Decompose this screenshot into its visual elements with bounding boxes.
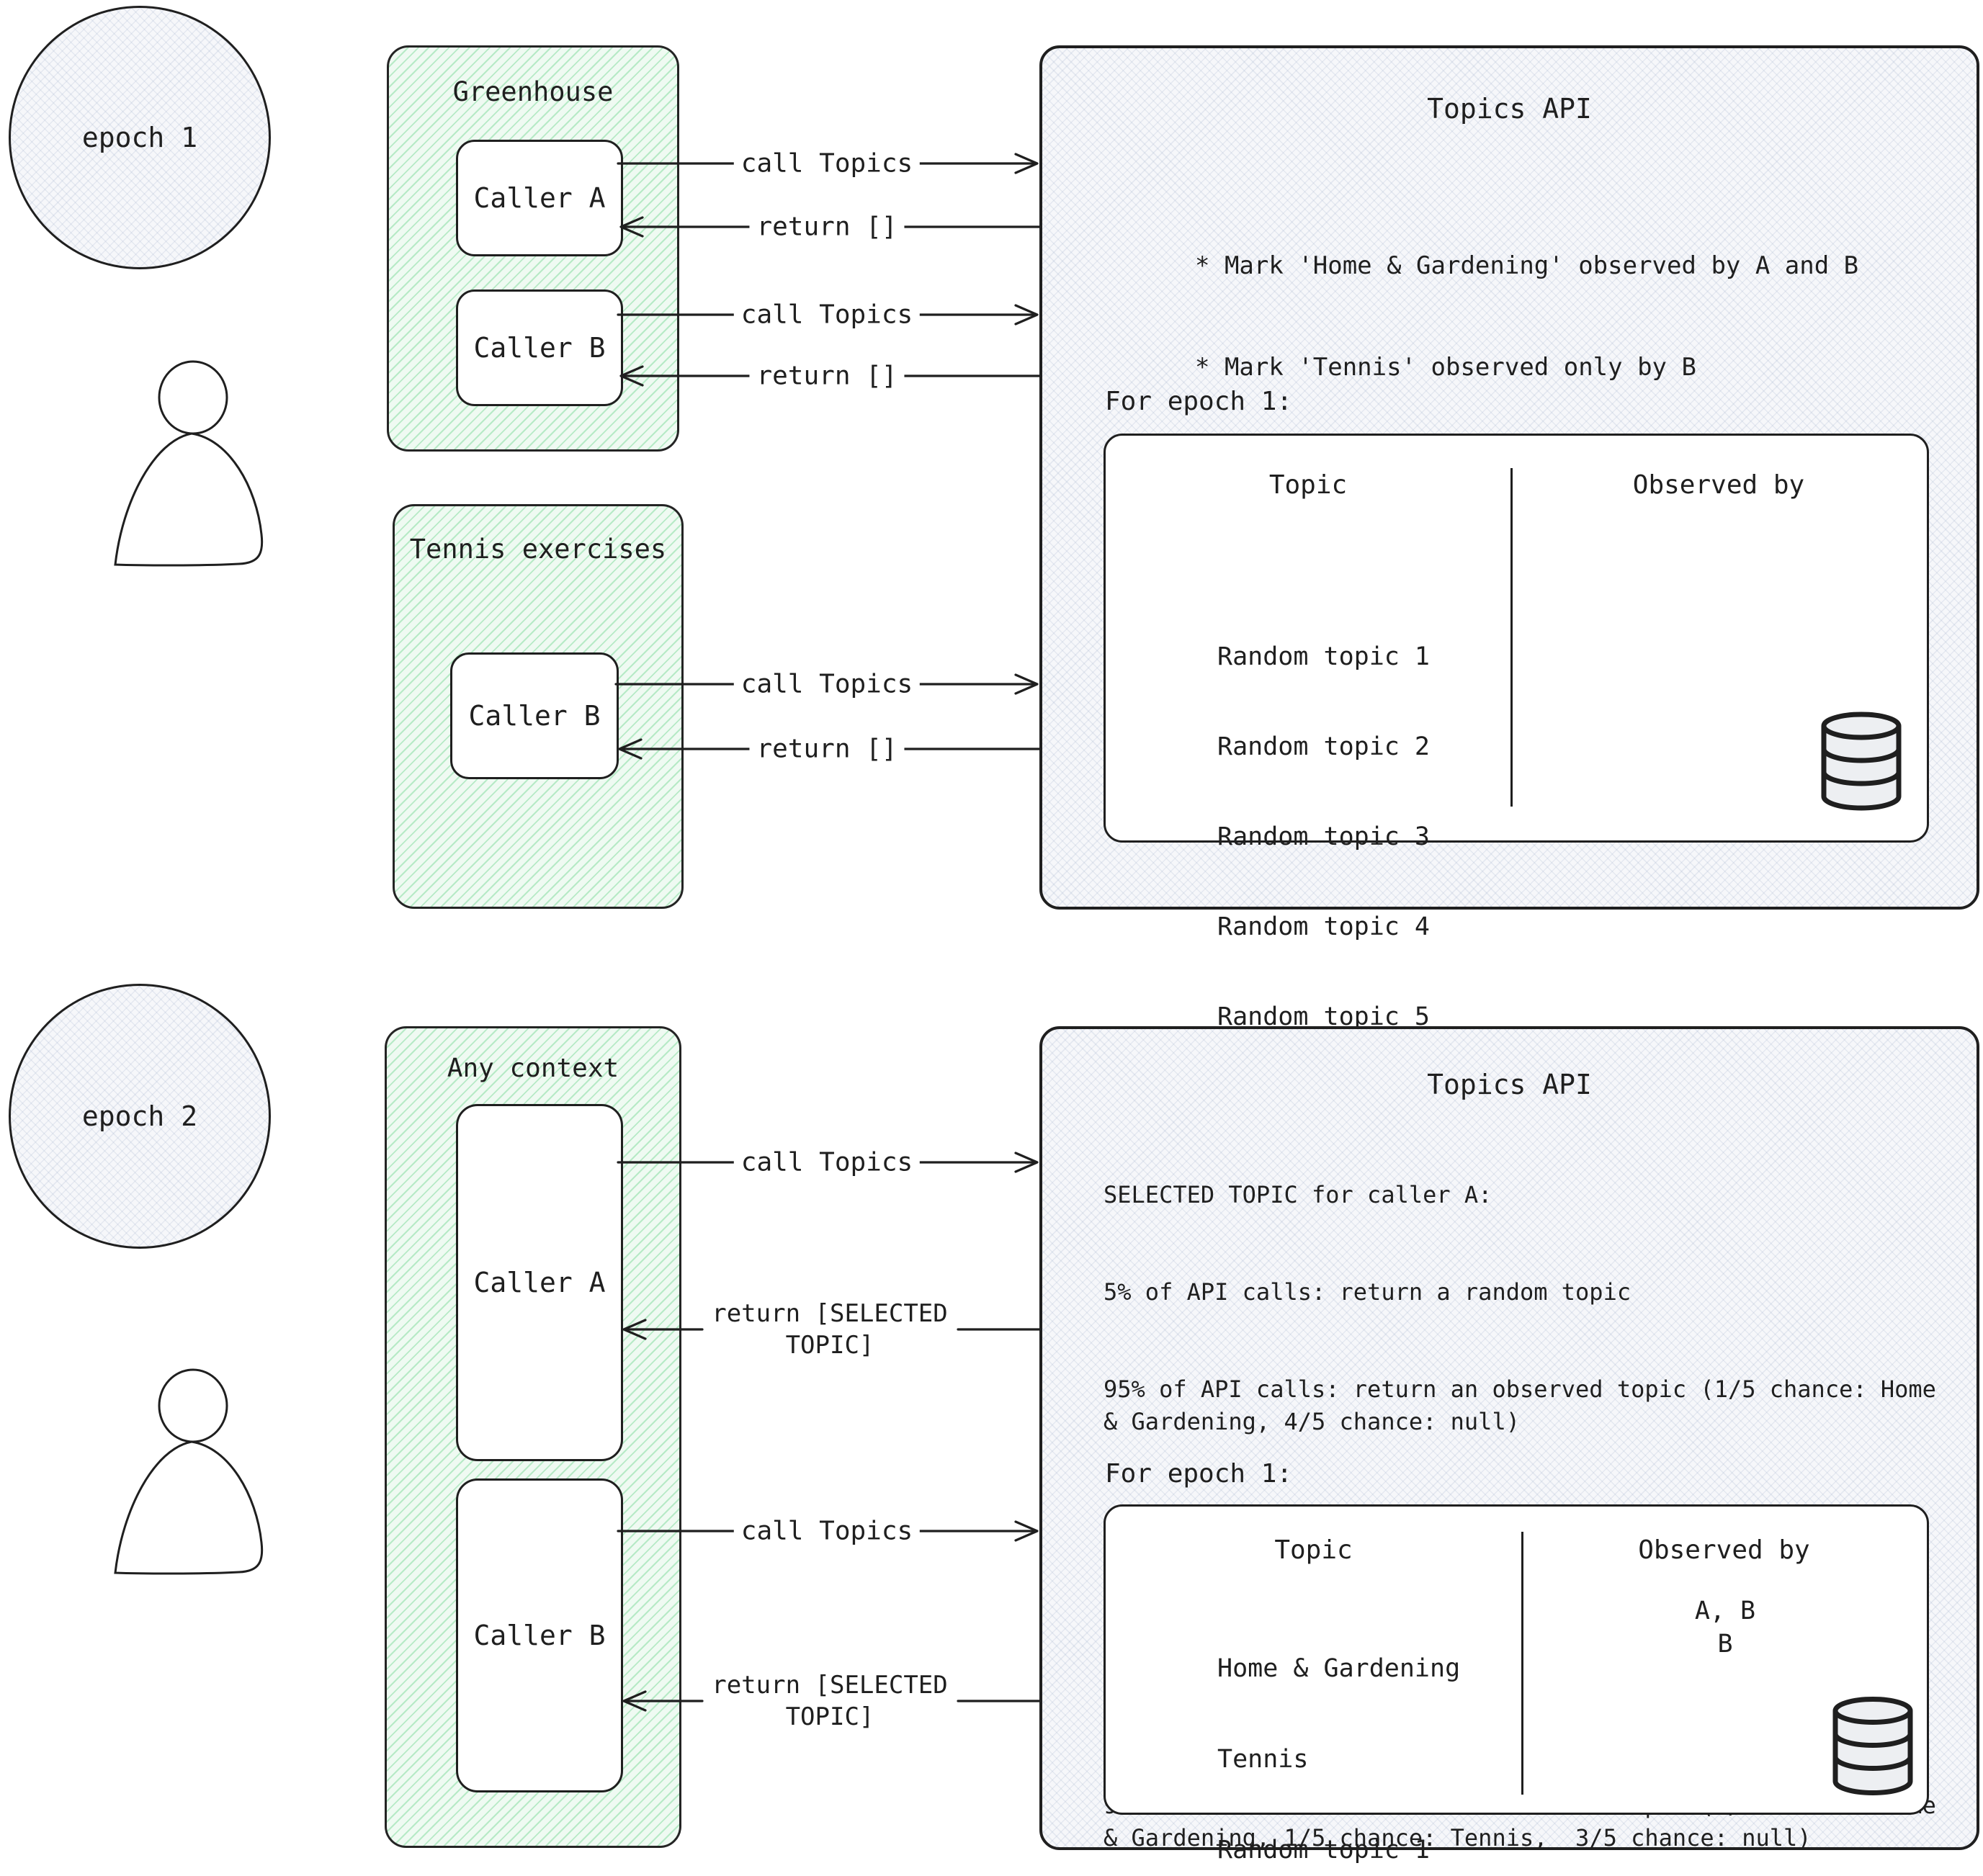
caller-a-node-epoch1: Caller A [456, 140, 623, 256]
column-header-observed-by: Observed by [1632, 470, 1805, 500]
user-icon [114, 360, 264, 567]
user-icon [114, 1368, 264, 1575]
epoch2-bubble: epoch 2 [9, 984, 271, 1249]
arrow-label-call-topics: call Topics [733, 148, 921, 179]
caller-b-label: Caller B [473, 332, 606, 364]
table-row: Random topic 1 [1217, 1836, 1431, 1864]
table-row [1513, 616, 1927, 650]
epoch-table-caption: For epoch 1: [1105, 387, 1293, 416]
column-header-topic: Topic [1268, 470, 1348, 500]
arrow-label-return-empty: return [] [749, 734, 905, 764]
caller-b-label: Caller B [468, 700, 601, 732]
arrow-label-call-topics: call Topics [733, 300, 921, 330]
table-divider [1510, 468, 1513, 807]
caller-a-label: Caller A [473, 1267, 606, 1298]
tennis-title: Tennis exercises [409, 534, 667, 565]
arrow-label-return-empty: return [] [749, 212, 905, 242]
api-bullet-1: * Mark 'Home & Gardening' observed by A … [1195, 251, 1859, 280]
table-row [1523, 1661, 1927, 1694]
epoch1-bubble: epoch 1 [9, 6, 271, 269]
table-row: Tennis [1217, 1745, 1309, 1774]
tennis-context-box: Tennis exercises Caller B [393, 504, 684, 909]
column-header-topic: Topic [1274, 1535, 1353, 1565]
database-icon [1821, 712, 1902, 811]
arrow-label-call-topics: call Topics [733, 1516, 921, 1546]
rule-line: SELECTED TOPIC for caller A: [1104, 1181, 1492, 1208]
greenhouse-title: Greenhouse [452, 76, 614, 107]
table-row: B [1717, 1630, 1733, 1659]
table-row: Random topic 2 [1217, 732, 1431, 761]
rule-line: 5% of API calls: return a random topic [1104, 1278, 1631, 1306]
caller-b-label: Caller B [473, 1620, 606, 1651]
table-row: Random topic 4 [1217, 912, 1431, 941]
observed-column-rows: A, B B [1523, 1594, 1927, 1760]
any-context-title: Any context [447, 1054, 619, 1083]
table-row [1513, 650, 1927, 683]
arrow-label-return-empty: return [] [749, 361, 905, 391]
table-row: Random topic 1 [1217, 642, 1431, 671]
rule-line: 95% of API calls: return an observed top… [1104, 1375, 1951, 1435]
table-row: Home & Gardening [1217, 1654, 1461, 1683]
epoch2-label: epoch 2 [81, 1100, 198, 1132]
arrow-label-call-topics: call Topics [733, 1147, 921, 1177]
table-row: Random topic 3 [1217, 822, 1431, 851]
any-context-box: Any context Caller A Caller B [385, 1026, 681, 1848]
api-bullet-2: * Mark 'Tennis' observed only by B [1195, 353, 1696, 382]
greenhouse-context-box: Greenhouse Caller A Caller B [387, 45, 679, 452]
epoch1-topics-table: Topic Observed by Random topic 1 Random … [1104, 434, 1929, 1031]
topics-api-box-epoch1: Topics API * Mark 'Home & Gardening' obs… [1039, 45, 1979, 1031]
topic-column-rows: Home & Gardening Tennis Random topic 1 R… [1217, 1594, 1460, 1876]
arrow-label-call-topics: call Topics [733, 669, 921, 699]
topic-column-rows: Random topic 1 Random topic 2 Random top… [1217, 583, 1430, 1091]
table-row: A, B [1694, 1597, 1756, 1625]
caller-b-node-tennis: Caller B [450, 652, 619, 779]
caller-a-label: Caller A [473, 182, 606, 214]
table-row [1513, 583, 1927, 616]
epoch2-topics-table: Topic Observed by Home & Gardening Tenni… [1104, 1504, 1929, 1864]
epoch1-label: epoch 1 [81, 122, 198, 153]
epoch-table-caption: For epoch 1: [1105, 1459, 1293, 1489]
caller-b-node-epoch2: Caller B [456, 1478, 623, 1792]
database-icon [1832, 1697, 1913, 1795]
arrow-label-return-selected-topic: return [SELECTED TOPIC] [712, 1299, 948, 1360]
caller-a-node-epoch2: Caller A [456, 1104, 623, 1461]
topics-api-title: Topics API [1427, 1069, 1592, 1100]
column-header-observed-by: Observed by [1638, 1535, 1810, 1565]
caller-b-node-epoch1: Caller B [456, 290, 623, 406]
table-divider [1521, 1532, 1523, 1795]
topics-api-box-epoch2: Topics API SELECTED TOPIC for caller A: … [1039, 1026, 1979, 1864]
topics-api-title: Topics API [1427, 93, 1592, 125]
arrow-label-return-selected-topic: return [SELECTED TOPIC] [712, 1671, 948, 1731]
api-bullet-list: * Mark 'Home & Gardening' observed by A … [1195, 181, 1858, 452]
